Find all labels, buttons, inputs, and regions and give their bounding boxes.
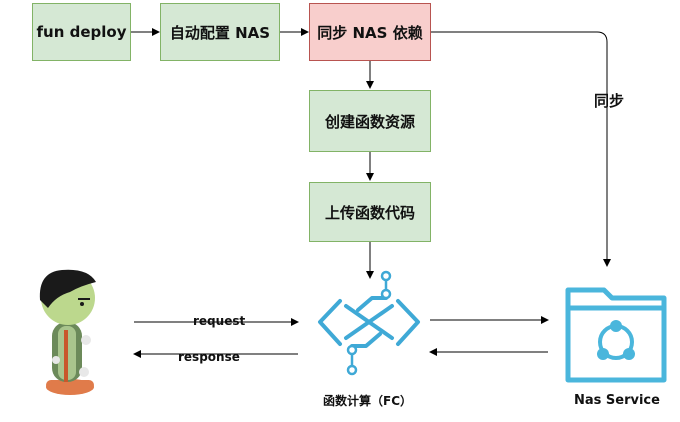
request-label: request xyxy=(193,314,246,328)
sync-label: 同步 xyxy=(594,92,625,110)
arrow-sync-to-nas xyxy=(431,31,611,267)
fc-label: 函数计算（FC） xyxy=(323,394,413,408)
sync-nas-deps-box: 同步 NAS 依赖 xyxy=(309,3,431,61)
auto-config-nas-box: 自动配置 NAS xyxy=(160,3,280,61)
response-label: response xyxy=(178,350,240,364)
fun-deploy-box: fun deploy xyxy=(32,3,131,61)
upload-code-box: 上传函数代码 xyxy=(309,182,431,242)
create-function-box: 创建函数资源 xyxy=(309,90,431,152)
nas-service-label: Nas Service xyxy=(574,393,660,408)
